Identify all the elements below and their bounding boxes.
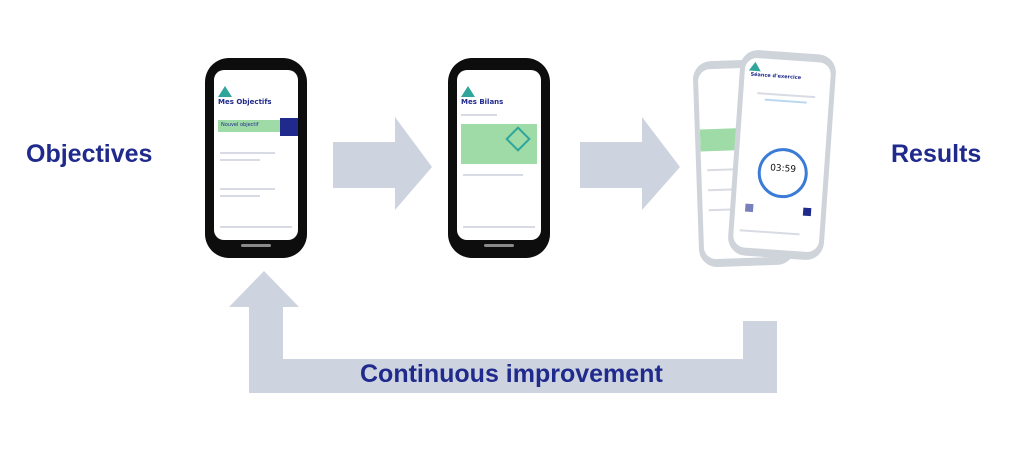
arrow-continuous-improvement-loop [229,271,777,393]
label-objectives: Objectives [26,140,153,168]
arrow-review-to-results [580,117,680,210]
review-item [463,174,523,176]
arrow-objectives-to-review [333,117,432,210]
new-objective-label: Nouvel objectif [221,122,259,128]
objective-item [220,152,275,154]
home-indicator [241,244,271,247]
instruction-line [764,98,807,104]
phone-objectives: Mes Objectifs Nouvel objectif [205,58,307,258]
app-logo-icon [218,86,232,97]
screen-objectives: Mes Objectifs Nouvel objectif [214,70,298,240]
tab-bar [220,226,292,228]
screen-title-exercise: Séance d'exercice [750,71,802,82]
pause-button[interactable] [744,203,754,213]
objective-item [220,188,275,190]
objective-item [220,159,260,161]
tab-bar [463,226,535,228]
stop-button[interactable] [802,207,812,217]
instruction-line [757,92,816,99]
subtitle-line [461,114,497,116]
screen-review: Mes Bilans [457,70,541,240]
review-card [461,124,537,164]
new-objective-button[interactable] [218,120,280,132]
app-logo-icon [461,86,475,97]
app-logo-icon [748,61,762,72]
exercise-footer [739,229,800,236]
phone-results-front: Séance d'exercice 03:59 [726,48,838,262]
label-continuous-improvement: Continuous improvement [360,360,663,388]
screen-title-review: Mes Bilans [461,98,504,106]
objective-item [220,195,260,197]
screen-results-front: Séance d'exercice 03:59 [732,57,832,253]
accent-block [280,118,298,136]
phone-review: Mes Bilans [448,58,550,258]
label-results: Results [891,140,982,168]
screen-title-objectives: Mes Objectifs [218,98,272,106]
home-indicator [484,244,514,247]
